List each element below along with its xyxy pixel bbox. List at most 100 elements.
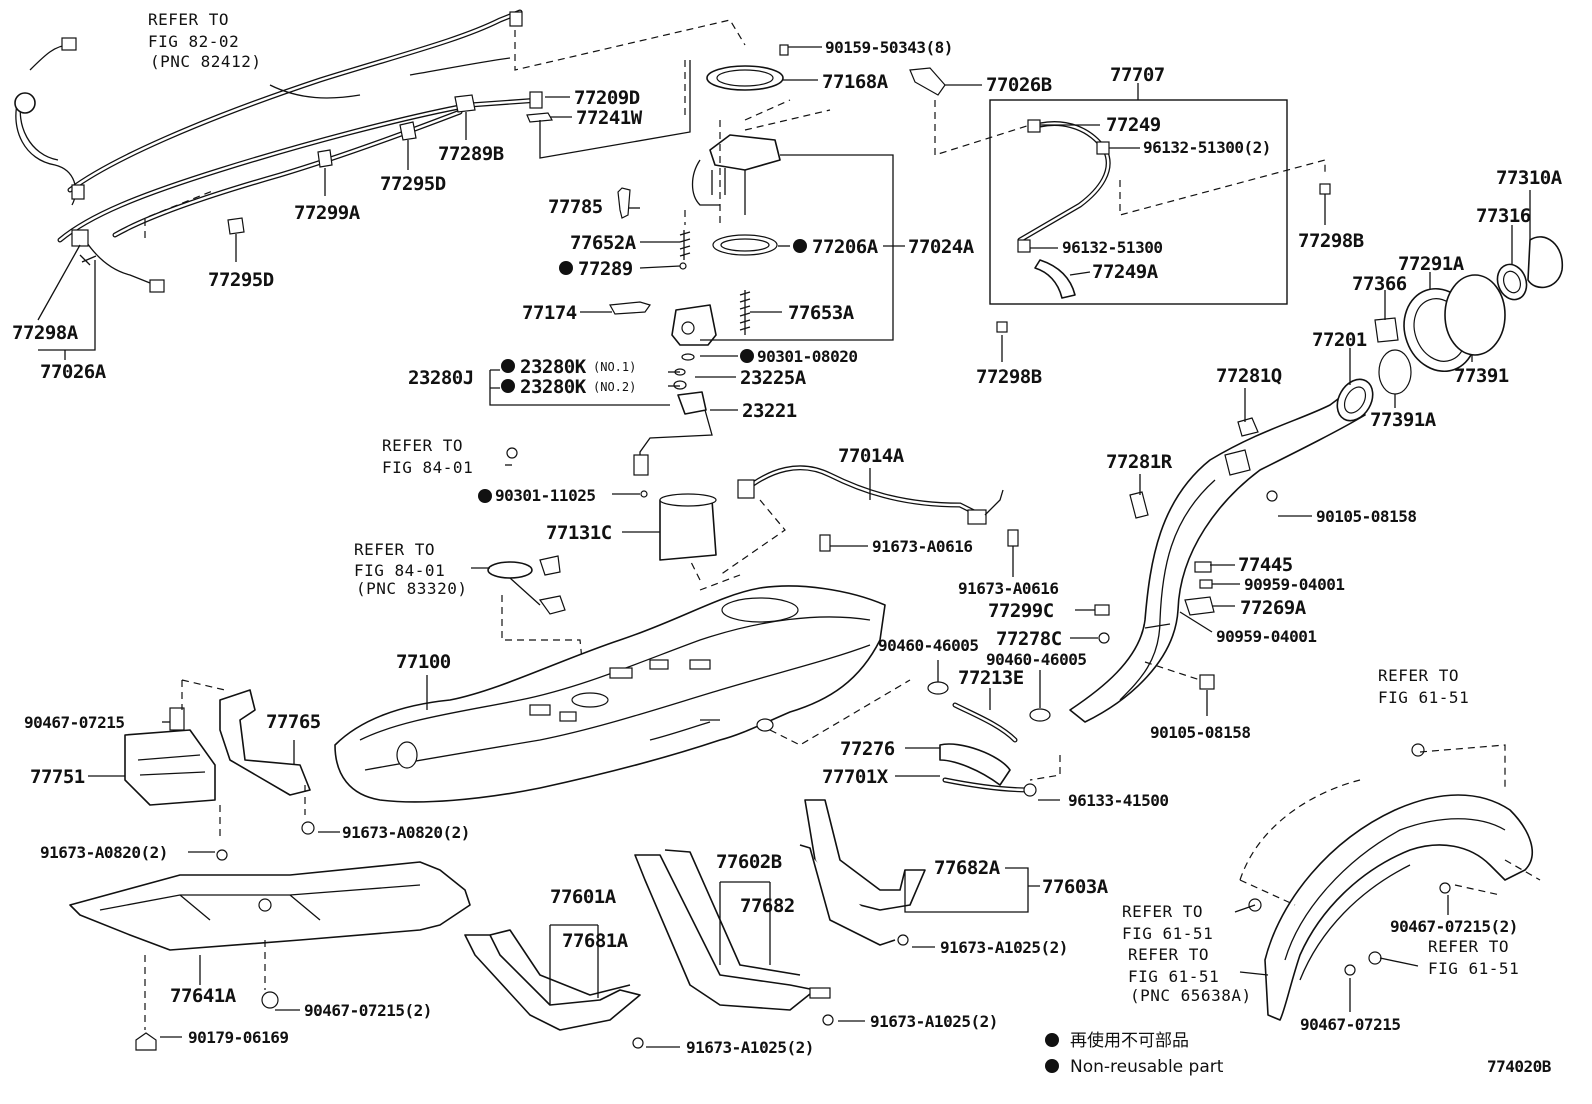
label-77681a: 77681A (562, 930, 629, 952)
label-90105-08158-a: 90105-08158 (1316, 507, 1416, 526)
label-77391: 77391 (1454, 365, 1509, 387)
label-77785: 77785 (548, 196, 603, 218)
label-90959-04001-b: 90959-04001 (1216, 627, 1316, 646)
ref-61-51-b-line2: FIG 61-51 (1122, 924, 1213, 943)
label-91673-a1025-c: 91673-A1025(2) (686, 1038, 814, 1057)
label-90105-08158-b: 90105-08158 (1150, 723, 1250, 742)
label-90467-07215-c: 90467-07215(2) (1390, 917, 1518, 936)
label-77652a: 77652A (570, 232, 637, 254)
label-77682a: 77682A (934, 857, 1001, 879)
label-77289b: 77289B (438, 143, 504, 165)
label-77024a: 77024A (908, 236, 975, 258)
ref-84-01-a-line1: REFER TO (382, 436, 463, 455)
filler-cap-parts (1374, 236, 1563, 395)
fuel-pump-assembly (506, 44, 831, 591)
figure-code: 774020B (1487, 1057, 1552, 1076)
label-77641a: 77641A (170, 985, 237, 1007)
label-no2: (NO.2) (593, 380, 636, 394)
label-77289: 77289 (578, 258, 633, 280)
ref-61-51-c-line1: REFER TO (1128, 945, 1209, 964)
label-77653a: 77653A (788, 302, 855, 324)
label-90467-07215-a: 90467-07215 (24, 713, 124, 732)
label-91673-a1025-b: 91673-A1025(2) (870, 1012, 998, 1031)
vent-tube-77014a (719, 465, 1019, 576)
label-23280k-1: 23280K (520, 356, 587, 378)
label-77751: 77751 (30, 766, 85, 788)
fuel-tank-77100 (334, 585, 911, 803)
label-77602b: 77602B (716, 851, 782, 873)
filler-hoses (927, 681, 1051, 797)
label-90460-46005-b: 90460-46005 (986, 650, 1086, 669)
label-77291a: 77291A (1398, 253, 1465, 275)
label-77310a: 77310A (1496, 167, 1563, 189)
label-77278c: 77278C (996, 628, 1062, 650)
label-77026a: 77026A (40, 361, 107, 383)
ref-61-51-d-line1: REFER TO (1428, 937, 1509, 956)
label-77295d-b: 77295D (208, 269, 274, 291)
legend: 再使用不可部品 Non-reusable part (1070, 1030, 1224, 1077)
label-77298b-b: 77298B (976, 366, 1042, 388)
label-90159-50343: 90159-50343(8) (825, 38, 953, 57)
label-77201: 77201 (1312, 329, 1367, 351)
label-91673-a0820-b: 91673-A0820(2) (342, 823, 470, 842)
label-77026b: 77026B (986, 74, 1052, 96)
ref-61-51-d-line2: FIG 61-51 (1428, 959, 1519, 978)
tank-brackets (124, 679, 315, 861)
label-77174: 77174 (522, 302, 577, 324)
label-23280j: 23280J (408, 367, 474, 389)
ref-84-01-a-line2: FIG 84-01 (382, 458, 473, 477)
label-77603a: 77603A (1042, 876, 1109, 898)
label-90179-06169: 90179-06169 (188, 1028, 288, 1047)
label-77281r: 77281R (1106, 451, 1173, 473)
label-77295d-a: 77295D (380, 173, 446, 195)
ref-61-51-a-line2: FIG 61-51 (1378, 688, 1469, 707)
label-23225a: 23225A (740, 367, 807, 389)
label-77298b-a: 77298B (1298, 230, 1364, 252)
ref-82-02-line3: (PNC 82412) (150, 52, 261, 71)
ref-82-02-line2: FIG 82-02 (148, 32, 239, 51)
label-23221: 23221 (742, 400, 797, 422)
label-77366: 77366 (1352, 273, 1407, 295)
label-77281q: 77281Q (1216, 365, 1282, 387)
label-77316: 77316 (1476, 205, 1531, 227)
tank-bands (464, 799, 926, 1049)
label-77241w: 77241W (576, 107, 643, 129)
legend-english: Non-reusable part (1070, 1057, 1224, 1077)
label-91673-a1025-a: 91673-A1025(2) (940, 938, 1068, 957)
label-90301-11025: 90301-11025 (495, 486, 595, 505)
label-77701x: 77701X (822, 766, 889, 788)
label-90301-08020: 90301-08020 (757, 347, 857, 366)
label-77213e: 77213E (958, 667, 1024, 689)
label-77249: 77249 (1106, 114, 1161, 136)
reference-notes: REFER TO FIG 82-02 (PNC 82412) REFER TO … (148, 10, 1519, 1005)
label-77014a: 77014A (838, 445, 905, 467)
label-96132-51300-2: 96132-51300(2) (1143, 138, 1271, 157)
label-90959-04001-a: 90959-04001 (1244, 575, 1344, 594)
label-90467-07215-b: 90467-07215(2) (304, 1001, 432, 1020)
label-77601a: 77601A (550, 886, 617, 908)
label-96133-41500: 96133-41500 (1068, 791, 1168, 810)
ref-61-51-b-line1: REFER TO (1122, 902, 1203, 921)
ref-82-02-line1: REFER TO (148, 10, 229, 29)
label-77249a: 77249A (1092, 261, 1159, 283)
label-77299a: 77299A (294, 202, 361, 224)
label-77391a: 77391A (1370, 409, 1437, 431)
label-77206a: 77206A (812, 236, 879, 258)
label-91673-a0820-a: 91673-A0820(2) (40, 843, 168, 862)
label-90467-07215-d: 90467-07215 (1300, 1015, 1400, 1034)
ref-84-01-b-line3: (PNC 83320) (356, 579, 467, 598)
fuel-line-assembly (14, 9, 746, 293)
label-96132-51300: 96132-51300 (1062, 238, 1162, 257)
label-77298a: 77298A (12, 322, 79, 344)
ref-61-51-c-line3: (PNC 65638A) (1130, 986, 1252, 1005)
label-90460-46005-a: 90460-46005 (878, 636, 978, 655)
legend-japanese: 再使用不可部品 (1070, 1030, 1189, 1051)
part-labels: 90159-50343(8) 77168A 77026B 77707 77209… (12, 38, 1563, 1057)
tank-protector-77641a (69, 861, 471, 1051)
label-77682: 77682 (740, 895, 795, 917)
label-77168a: 77168A (822, 71, 889, 93)
ref-61-51-a-line1: REFER TO (1378, 666, 1459, 685)
filler-neck-77201 (1029, 378, 1374, 781)
